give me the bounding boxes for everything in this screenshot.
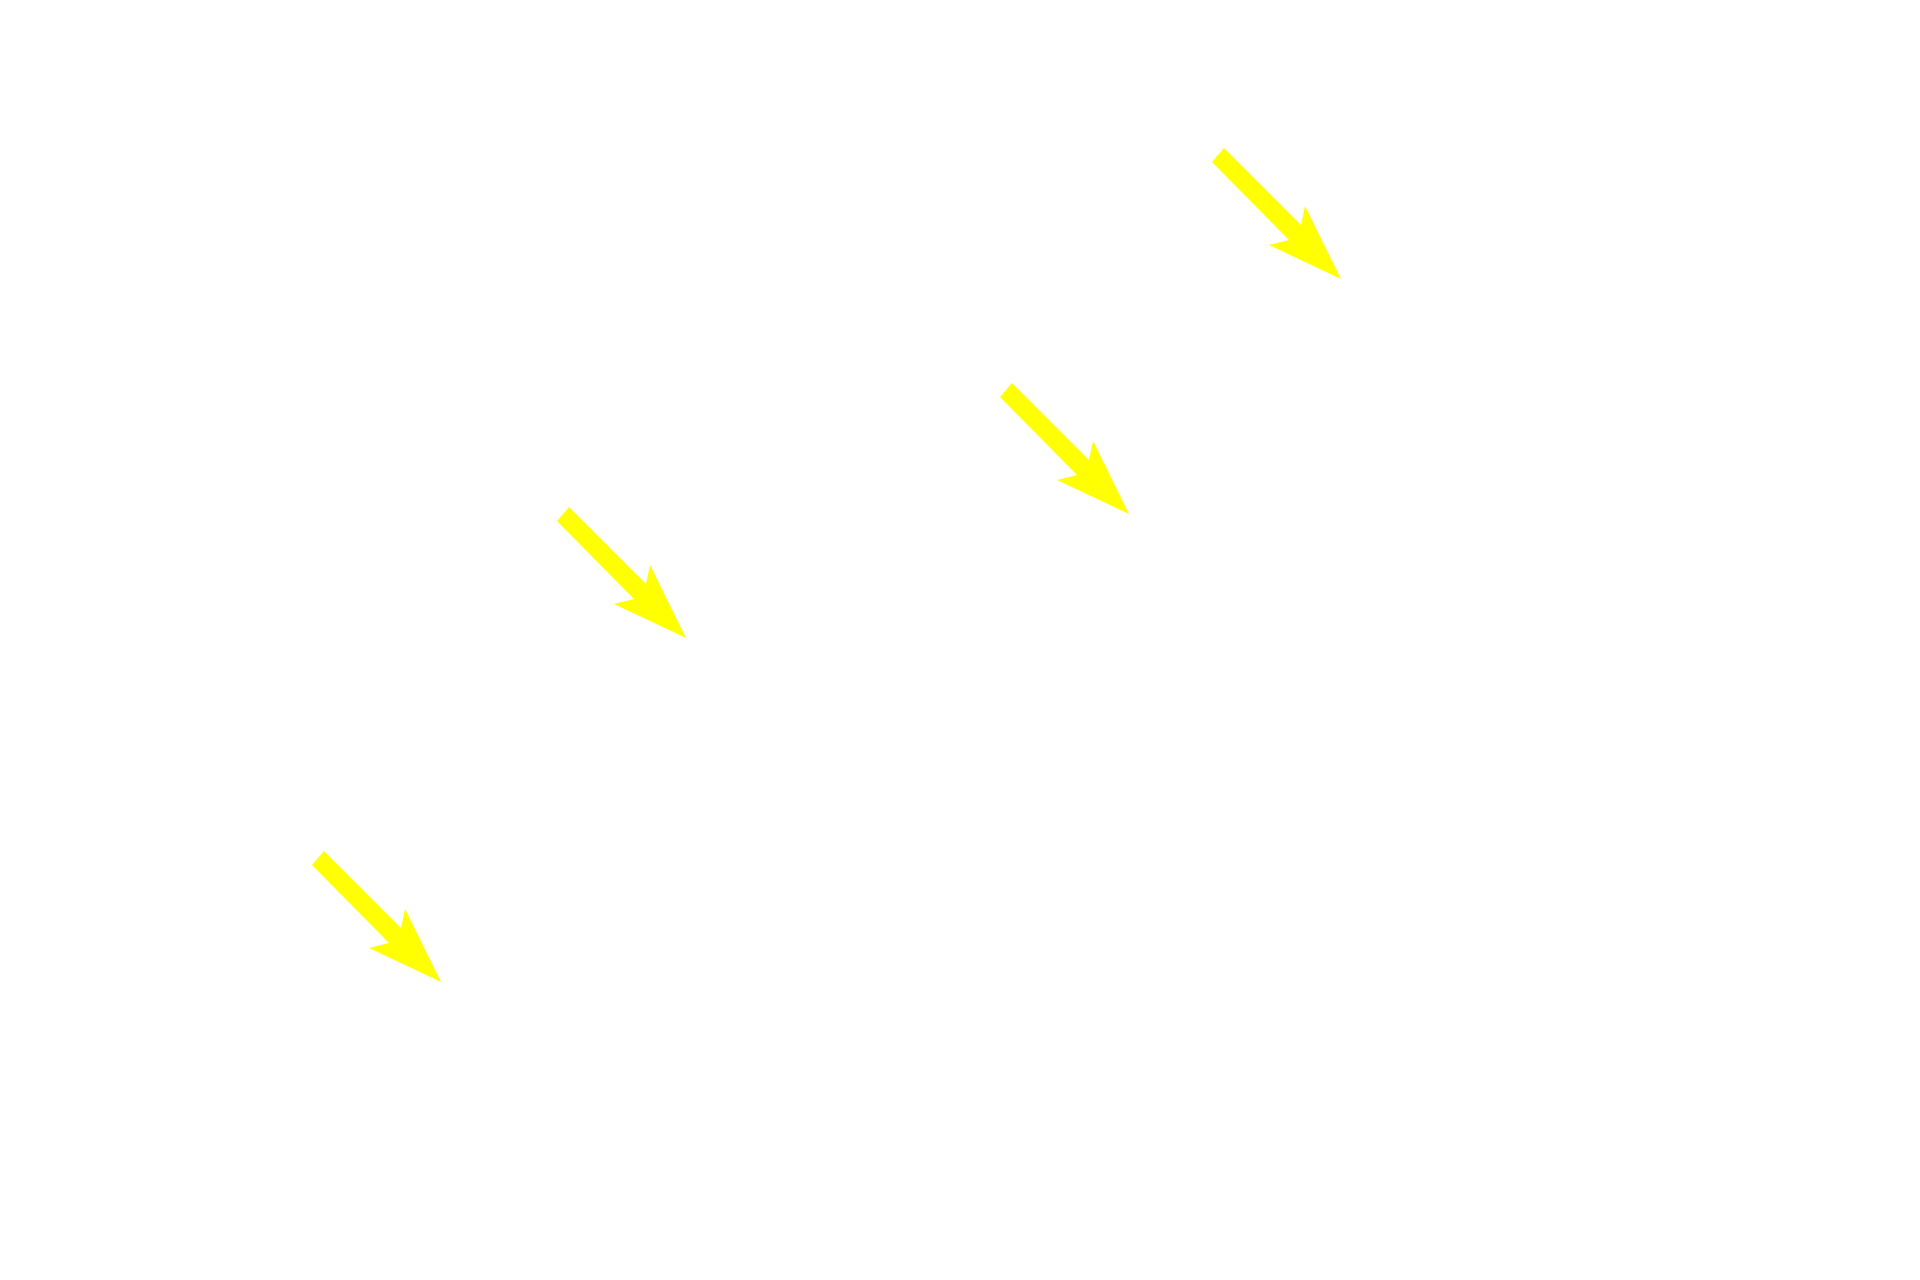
arrow-down-right-icon [557,507,686,638]
arrow-down-right-icon [1212,148,1341,279]
arrow-down-right-icon [1000,383,1129,514]
arrow-down-right-icon [312,851,441,982]
